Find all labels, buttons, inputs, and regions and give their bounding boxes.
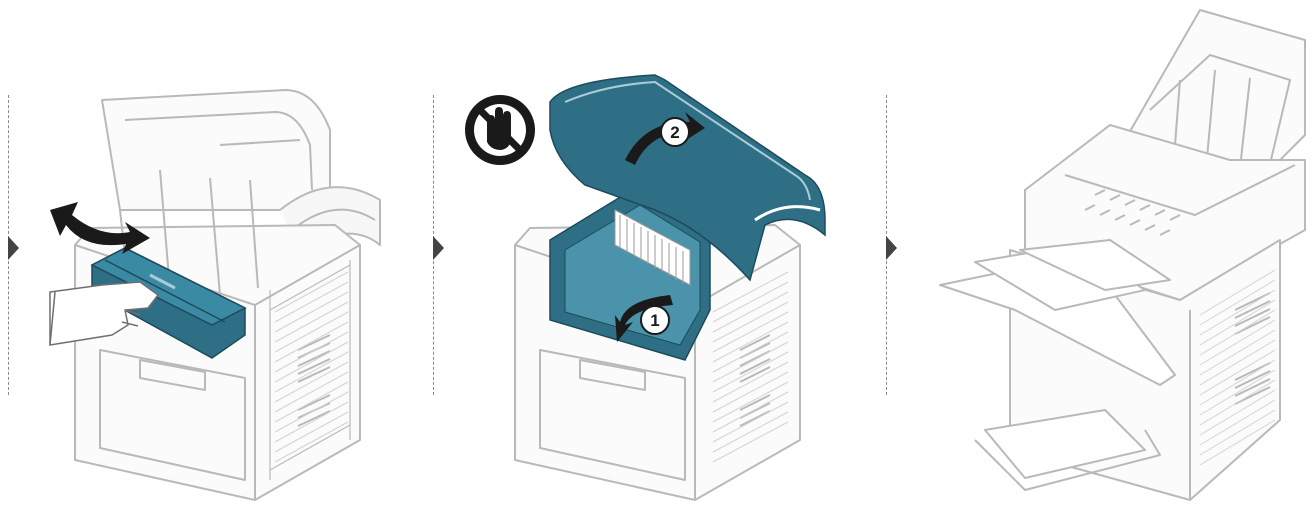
step-badge-2-label: 2 [670, 123, 679, 142]
step-3-illustration [935, 0, 1315, 519]
step-arrow-1 [8, 236, 19, 260]
step-arrow-3 [886, 236, 897, 260]
step-1-illustration [30, 60, 410, 510]
step-arrow-2 [433, 236, 444, 260]
no-touch-hand-icon [465, 95, 535, 165]
step-badge-1-label: 1 [650, 311, 659, 330]
step-2-illustration: 2 1 [455, 60, 855, 510]
